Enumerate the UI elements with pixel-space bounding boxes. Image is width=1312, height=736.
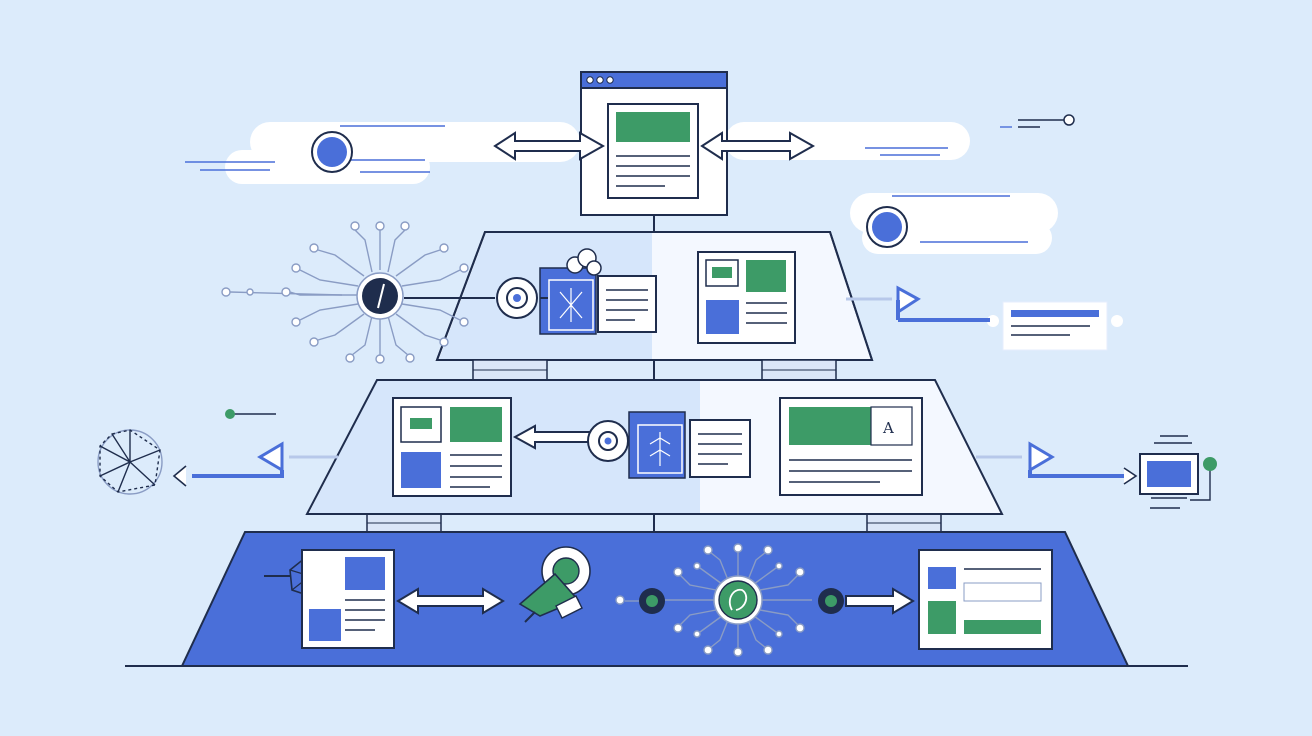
cloud-far-right-lower (862, 222, 1052, 254)
node-connector-icon (311, 131, 908, 248)
right-arrow-icon (845, 587, 915, 615)
circuit-chip-icon (615, 543, 844, 657)
flow-connector-right-top (846, 285, 1108, 351)
double-arrow-icon (396, 587, 505, 615)
flow-connector-left-mid (172, 409, 338, 487)
circuit-chip-icon (221, 221, 469, 364)
floating-dot-icon (1111, 315, 1123, 327)
document-card-icon (689, 419, 751, 478)
folder-icon (628, 411, 686, 479)
double-arrow-icon (493, 131, 816, 161)
dashboard-card (301, 549, 395, 649)
monitor-icon (1139, 435, 1217, 509)
report-card: A (779, 397, 923, 496)
dashboard-card (392, 397, 512, 497)
logo-mark: A (882, 419, 894, 437)
top-tier (435, 231, 874, 361)
browser-window-icon (580, 71, 728, 216)
middle-tier: A (305, 379, 1004, 515)
folder-icon (539, 267, 597, 335)
network-globe-icon (97, 429, 163, 495)
tree-icon (566, 248, 602, 276)
flow-connector-right-mid (976, 441, 1138, 485)
base-tier (125, 531, 1188, 667)
dashboard-card (918, 549, 1053, 650)
node-connector-icon (587, 420, 632, 462)
document-card-icon (597, 275, 657, 333)
dashboard-card (697, 251, 796, 344)
megaphone-icon (518, 546, 591, 623)
node-connector-icon (404, 277, 548, 319)
